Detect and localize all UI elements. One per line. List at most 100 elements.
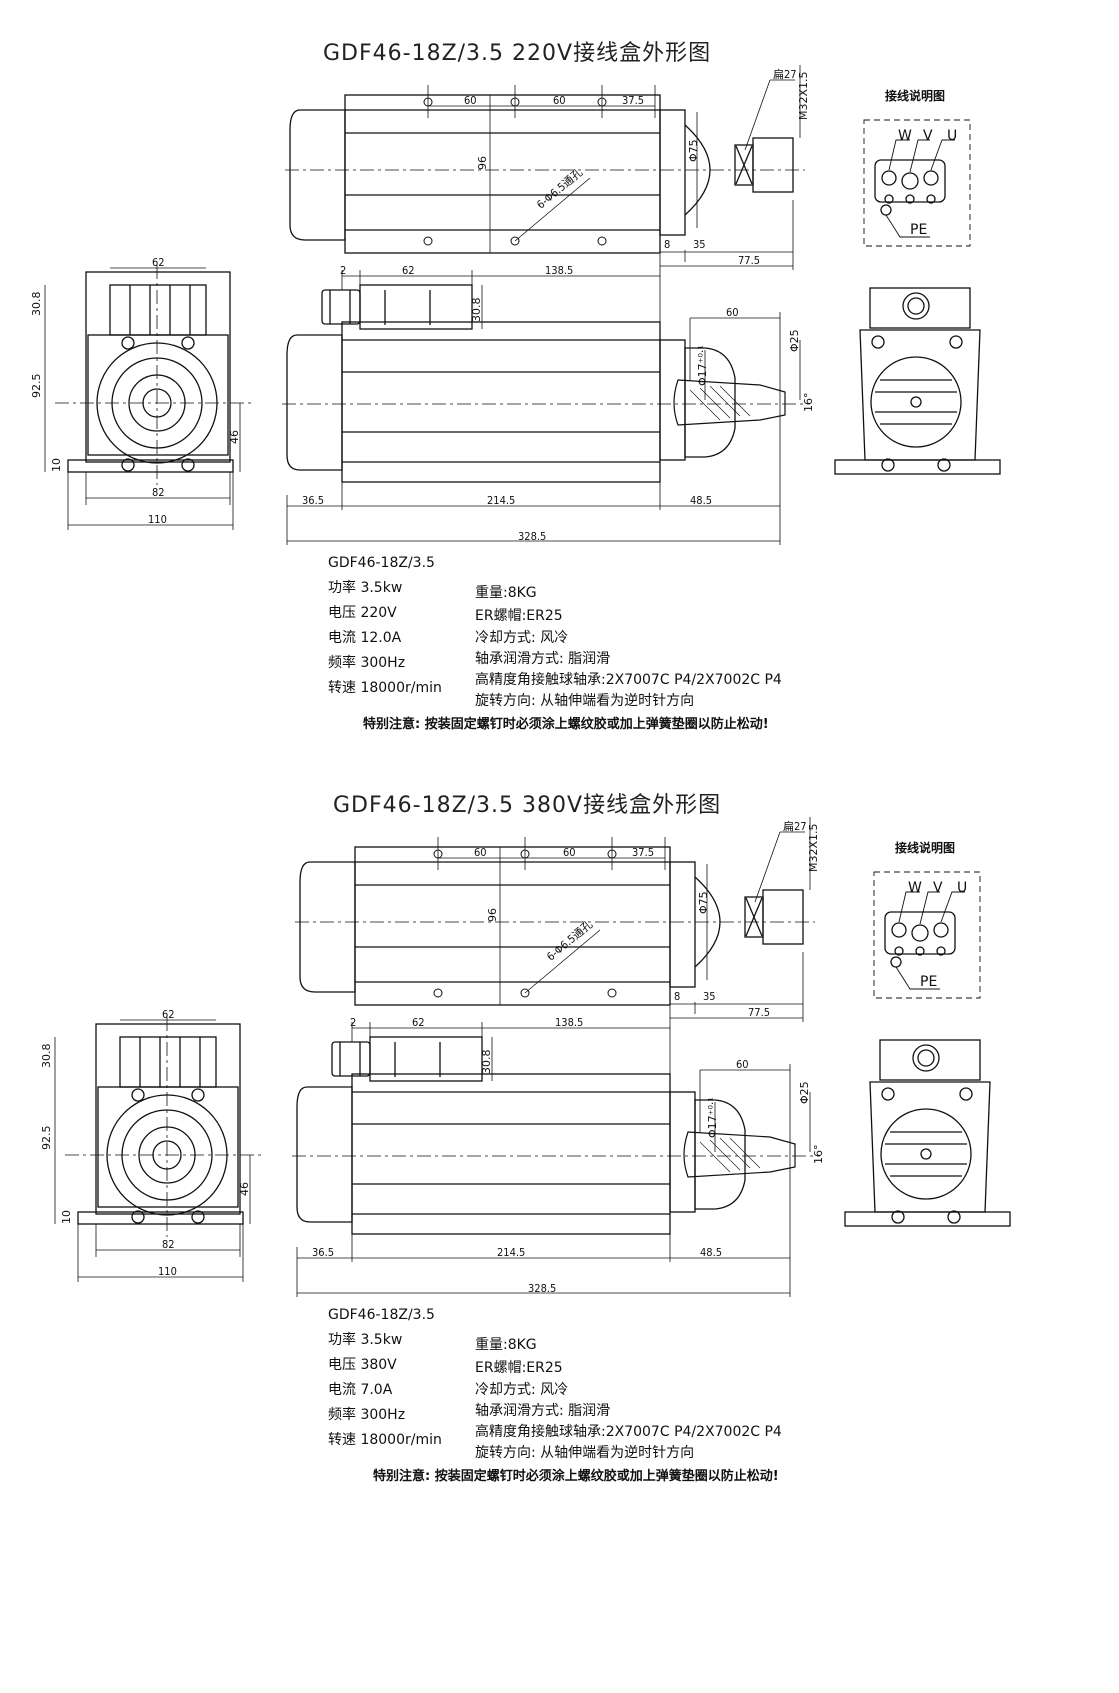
drawing-title: GDF46-18Z/3.5 220V接线盒外形图 bbox=[323, 41, 712, 66]
dim-thread: M32X1.5 bbox=[807, 823, 820, 872]
dim-138-5: 138.5 bbox=[545, 264, 574, 277]
sheet-380v-drawing bbox=[54, 817, 1011, 1297]
dim-62-side: 62 bbox=[412, 1016, 425, 1029]
dim-60c: 60 bbox=[736, 1058, 749, 1071]
dim-8: 8 bbox=[664, 238, 671, 251]
terminal-pe: PE bbox=[910, 222, 928, 238]
dim-60a: 60 bbox=[464, 94, 477, 107]
dim-37-5: 37.5 bbox=[632, 846, 655, 859]
spec-bearings: 高精度角接触球轴承:2X7007C P4/2X7002C P4 bbox=[475, 672, 782, 688]
spec-cooling: 冷却方式: 风冷 bbox=[475, 1382, 569, 1398]
dim-214-5: 214.5 bbox=[487, 494, 516, 507]
dim-10: 10 bbox=[60, 1210, 73, 1224]
dim-phi17: Φ17⁺⁰·¹ bbox=[706, 1097, 719, 1138]
top-view-housing bbox=[344, 94, 661, 254]
wiring-caption: 接线说明图 bbox=[895, 841, 956, 855]
drawing-sheet-220v: GDF46-18Z/3.5 220V接线盒外形图 接线说明图 W V U PE … bbox=[0, 0, 1119, 846]
special-note: 特别注意: 按装固定螺钉时必须涂上螺纹胶或加上弹簧垫圈以防止松动! bbox=[373, 1469, 779, 1484]
spec-power: 功率 3.5kw bbox=[328, 580, 403, 596]
dim-phi17: Φ17⁺⁰·¹ bbox=[696, 345, 709, 386]
dim-wrench: 扁27 bbox=[773, 68, 797, 81]
dim-2: 2 bbox=[350, 1016, 357, 1029]
dim-60b: 60 bbox=[553, 94, 566, 107]
spec-rotation: 旋转方向: 从轴伸端看为逆时针方向 bbox=[475, 693, 695, 709]
spec-weight: 重量:8KG bbox=[475, 1337, 537, 1353]
dim-77-5: 77.5 bbox=[738, 254, 761, 267]
spec-model: GDF46-18Z/3.5 bbox=[328, 555, 435, 571]
spec-power: 功率 3.5kw bbox=[328, 1332, 403, 1348]
spec-rotation: 旋转方向: 从轴伸端看为逆时针方向 bbox=[475, 1445, 695, 1461]
dim-phi25: Φ25 bbox=[798, 1081, 811, 1104]
dim-96: 96 bbox=[476, 156, 489, 170]
spec-frequency: 频率 300Hz bbox=[328, 1407, 406, 1423]
dim-328-5: 328.5 bbox=[528, 1282, 557, 1295]
dim-46: 46 bbox=[228, 430, 241, 444]
dim-82: 82 bbox=[152, 486, 165, 499]
dim-48-5: 48.5 bbox=[700, 1246, 723, 1259]
spec-lubrication: 轴承润滑方式: 脂润滑 bbox=[475, 651, 611, 667]
terminal-w: W bbox=[908, 880, 922, 896]
dim-30-8-side: 30.8 bbox=[480, 1049, 493, 1075]
dim-30-8-front: 30.8 bbox=[30, 291, 43, 317]
spec-voltage: 电压 220V bbox=[328, 605, 397, 621]
dim-110: 110 bbox=[158, 1265, 177, 1278]
terminal-v: V bbox=[933, 880, 943, 896]
dim-62-front: 62 bbox=[152, 256, 165, 269]
dim-92-5: 92.5 bbox=[40, 1125, 53, 1151]
dim-16deg: 16° bbox=[812, 1144, 825, 1165]
terminal-pe: PE bbox=[920, 974, 938, 990]
spec-speed: 转速 18000r/min bbox=[328, 1432, 442, 1448]
dim-60c: 60 bbox=[726, 306, 739, 319]
spec-collet: ER螺帽:ER25 bbox=[475, 1360, 563, 1376]
drawing-sheet-380v: GDF46-18Z/3.5 380V接线盒外形图 接线说明图 W V U PE … bbox=[0, 752, 1119, 1598]
spec-cooling: 冷却方式: 风冷 bbox=[475, 630, 569, 646]
dim-35: 35 bbox=[693, 238, 706, 251]
dim-60b: 60 bbox=[563, 846, 576, 859]
dim-30-8-side: 30.8 bbox=[470, 297, 483, 323]
spec-frequency: 频率 300Hz bbox=[328, 655, 406, 671]
special-note: 特别注意: 按装固定螺钉时必须涂上螺纹胶或加上弹簧垫圈以防止松动! bbox=[363, 717, 769, 732]
dim-96: 96 bbox=[486, 908, 499, 922]
dim-48-5: 48.5 bbox=[690, 494, 713, 507]
front-view-left bbox=[85, 271, 231, 463]
dim-82: 82 bbox=[162, 1238, 175, 1251]
dim-10: 10 bbox=[50, 458, 63, 472]
wiring-caption: 接线说明图 bbox=[885, 89, 946, 103]
dim-60a: 60 bbox=[474, 846, 487, 859]
spec-collet: ER螺帽:ER25 bbox=[475, 608, 563, 624]
sheet-220v-drawing bbox=[44, 65, 1001, 545]
dim-36-5: 36.5 bbox=[302, 494, 325, 507]
terminal-w: W bbox=[898, 128, 912, 144]
dim-62-front: 62 bbox=[162, 1008, 175, 1021]
dim-62-side: 62 bbox=[402, 264, 415, 277]
spec-model: GDF46-18Z/3.5 bbox=[328, 1307, 435, 1323]
spec-bearings: 高精度角接触球轴承:2X7007C P4/2X7002C P4 bbox=[475, 1424, 782, 1440]
spec-weight: 重量:8KG bbox=[475, 585, 537, 601]
dim-phi75: Φ75 bbox=[687, 139, 700, 162]
dim-thread: M32X1.5 bbox=[797, 71, 810, 120]
dim-92-5: 92.5 bbox=[30, 373, 43, 399]
spec-current: 电流 12.0A bbox=[328, 630, 402, 646]
terminal-u: U bbox=[957, 880, 968, 896]
dim-wrench: 扁27 bbox=[783, 820, 807, 833]
spec-current: 电流 7.0A bbox=[328, 1382, 393, 1398]
dim-36-5: 36.5 bbox=[312, 1246, 335, 1259]
dim-46: 46 bbox=[238, 1182, 251, 1196]
dim-8: 8 bbox=[674, 990, 681, 1003]
terminal-u: U bbox=[947, 128, 958, 144]
dim-2: 2 bbox=[340, 264, 347, 277]
dim-214-5: 214.5 bbox=[497, 1246, 526, 1259]
spec-speed: 转速 18000r/min bbox=[328, 680, 442, 696]
dim-110: 110 bbox=[148, 513, 167, 526]
dim-37-5: 37.5 bbox=[622, 94, 645, 107]
dim-phi25: Φ25 bbox=[788, 329, 801, 352]
dim-16deg: 16° bbox=[802, 392, 815, 413]
spec-lubrication: 轴承润滑方式: 脂润滑 bbox=[475, 1403, 611, 1419]
dim-138-5: 138.5 bbox=[555, 1016, 584, 1029]
drawing-title: GDF46-18Z/3.5 380V接线盒外形图 bbox=[333, 793, 722, 818]
dim-328-5: 328.5 bbox=[518, 530, 547, 543]
wiring-frame bbox=[863, 119, 971, 247]
dim-30-8-front: 30.8 bbox=[40, 1043, 53, 1069]
dim-35: 35 bbox=[703, 990, 716, 1003]
terminal-v: V bbox=[923, 128, 933, 144]
